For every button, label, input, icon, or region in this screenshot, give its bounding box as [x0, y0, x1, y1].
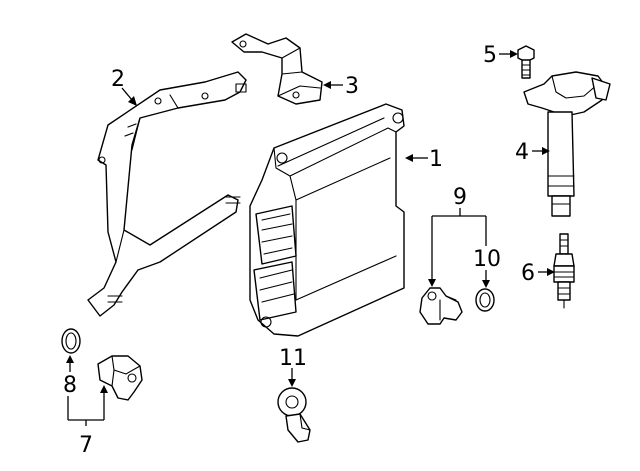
callout-1: 1	[429, 147, 443, 172]
leader-lines	[66, 50, 555, 426]
knock-sensor-part	[277, 387, 311, 443]
o-ring-10-part	[475, 288, 495, 312]
callout-6: 6	[521, 261, 535, 286]
callout-9: 9	[453, 185, 467, 210]
callout-5: 5	[483, 43, 497, 68]
position-sensor-part	[97, 355, 143, 401]
callout-4: 4	[515, 140, 529, 165]
spark-plug-part	[553, 233, 575, 309]
bolt-part	[517, 45, 535, 79]
callout-8: 8	[63, 373, 77, 398]
callout-labels: 1 2 3 4 5 6 7 8 9 10 11	[63, 43, 535, 458]
callout-7: 7	[79, 433, 93, 458]
small-bracket-part	[231, 33, 323, 105]
mounting-bracket-part	[87, 71, 247, 317]
engine-control-module-part	[249, 103, 405, 337]
callout-11: 11	[279, 346, 307, 371]
callout-3: 3	[345, 74, 359, 99]
ignition-coil-part	[523, 71, 611, 217]
o-ring-8-part	[61, 328, 81, 354]
callout-2: 2	[111, 67, 125, 92]
callout-10: 10	[473, 247, 501, 272]
sensor-9-part	[419, 287, 463, 325]
